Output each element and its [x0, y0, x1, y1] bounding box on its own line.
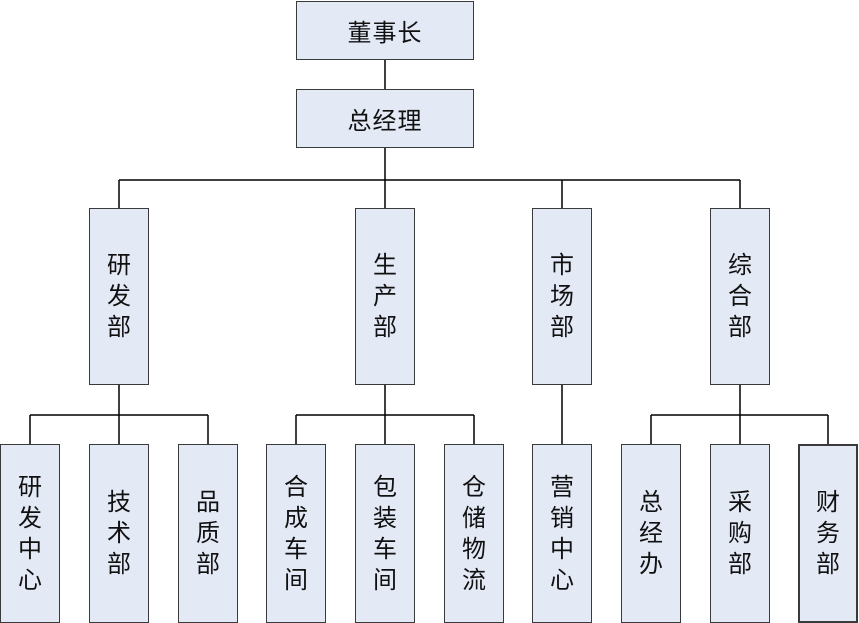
unit-packaging-label: 包装车间 [373, 472, 397, 594]
dept-production-box: 生产部 [355, 208, 415, 385]
general-manager-box: 总经理 [296, 89, 474, 148]
dept-general-affairs-box: 综合部 [710, 208, 770, 385]
unit-finance-label: 财务部 [816, 488, 840, 578]
dept-rd-box: 研发部 [89, 208, 149, 385]
unit-packaging-box: 包装车间 [355, 444, 415, 623]
unit-quality-box: 品质部 [178, 444, 238, 623]
unit-logistics-box: 仓储物流 [444, 444, 504, 623]
dept-market-label: 市场部 [550, 251, 574, 341]
dept-production-label: 生产部 [373, 251, 397, 341]
unit-procurement-box: 采购部 [710, 444, 770, 623]
unit-quality-label: 品质部 [196, 488, 220, 578]
unit-tech-box: 技术部 [89, 444, 149, 623]
dept-general-affairs-label: 综合部 [728, 251, 752, 341]
unit-gm-office-box: 总经办 [621, 444, 681, 623]
dept-market-box: 市场部 [532, 208, 592, 385]
unit-procurement-label: 采购部 [728, 488, 752, 578]
chairman-box: 董事长 [296, 1, 474, 60]
unit-logistics-label: 仓储物流 [462, 472, 486, 594]
unit-finance-box: 财务部 [798, 444, 858, 623]
unit-tech-label: 技术部 [107, 488, 131, 578]
dept-rd-label: 研发部 [107, 251, 131, 341]
unit-gm-office-label: 总经办 [639, 488, 663, 578]
chairman-label: 董事长 [347, 19, 423, 47]
unit-synthesis-box: 合成车间 [266, 444, 326, 623]
unit-marketing-center-label: 营销中心 [550, 472, 574, 594]
unit-rd-center-label: 研发中心 [18, 472, 42, 594]
unit-rd-center-box: 研发中心 [0, 444, 60, 623]
general-manager-label: 总经理 [347, 107, 423, 135]
unit-marketing-center-box: 营销中心 [532, 444, 592, 623]
unit-synthesis-label: 合成车间 [284, 472, 308, 594]
